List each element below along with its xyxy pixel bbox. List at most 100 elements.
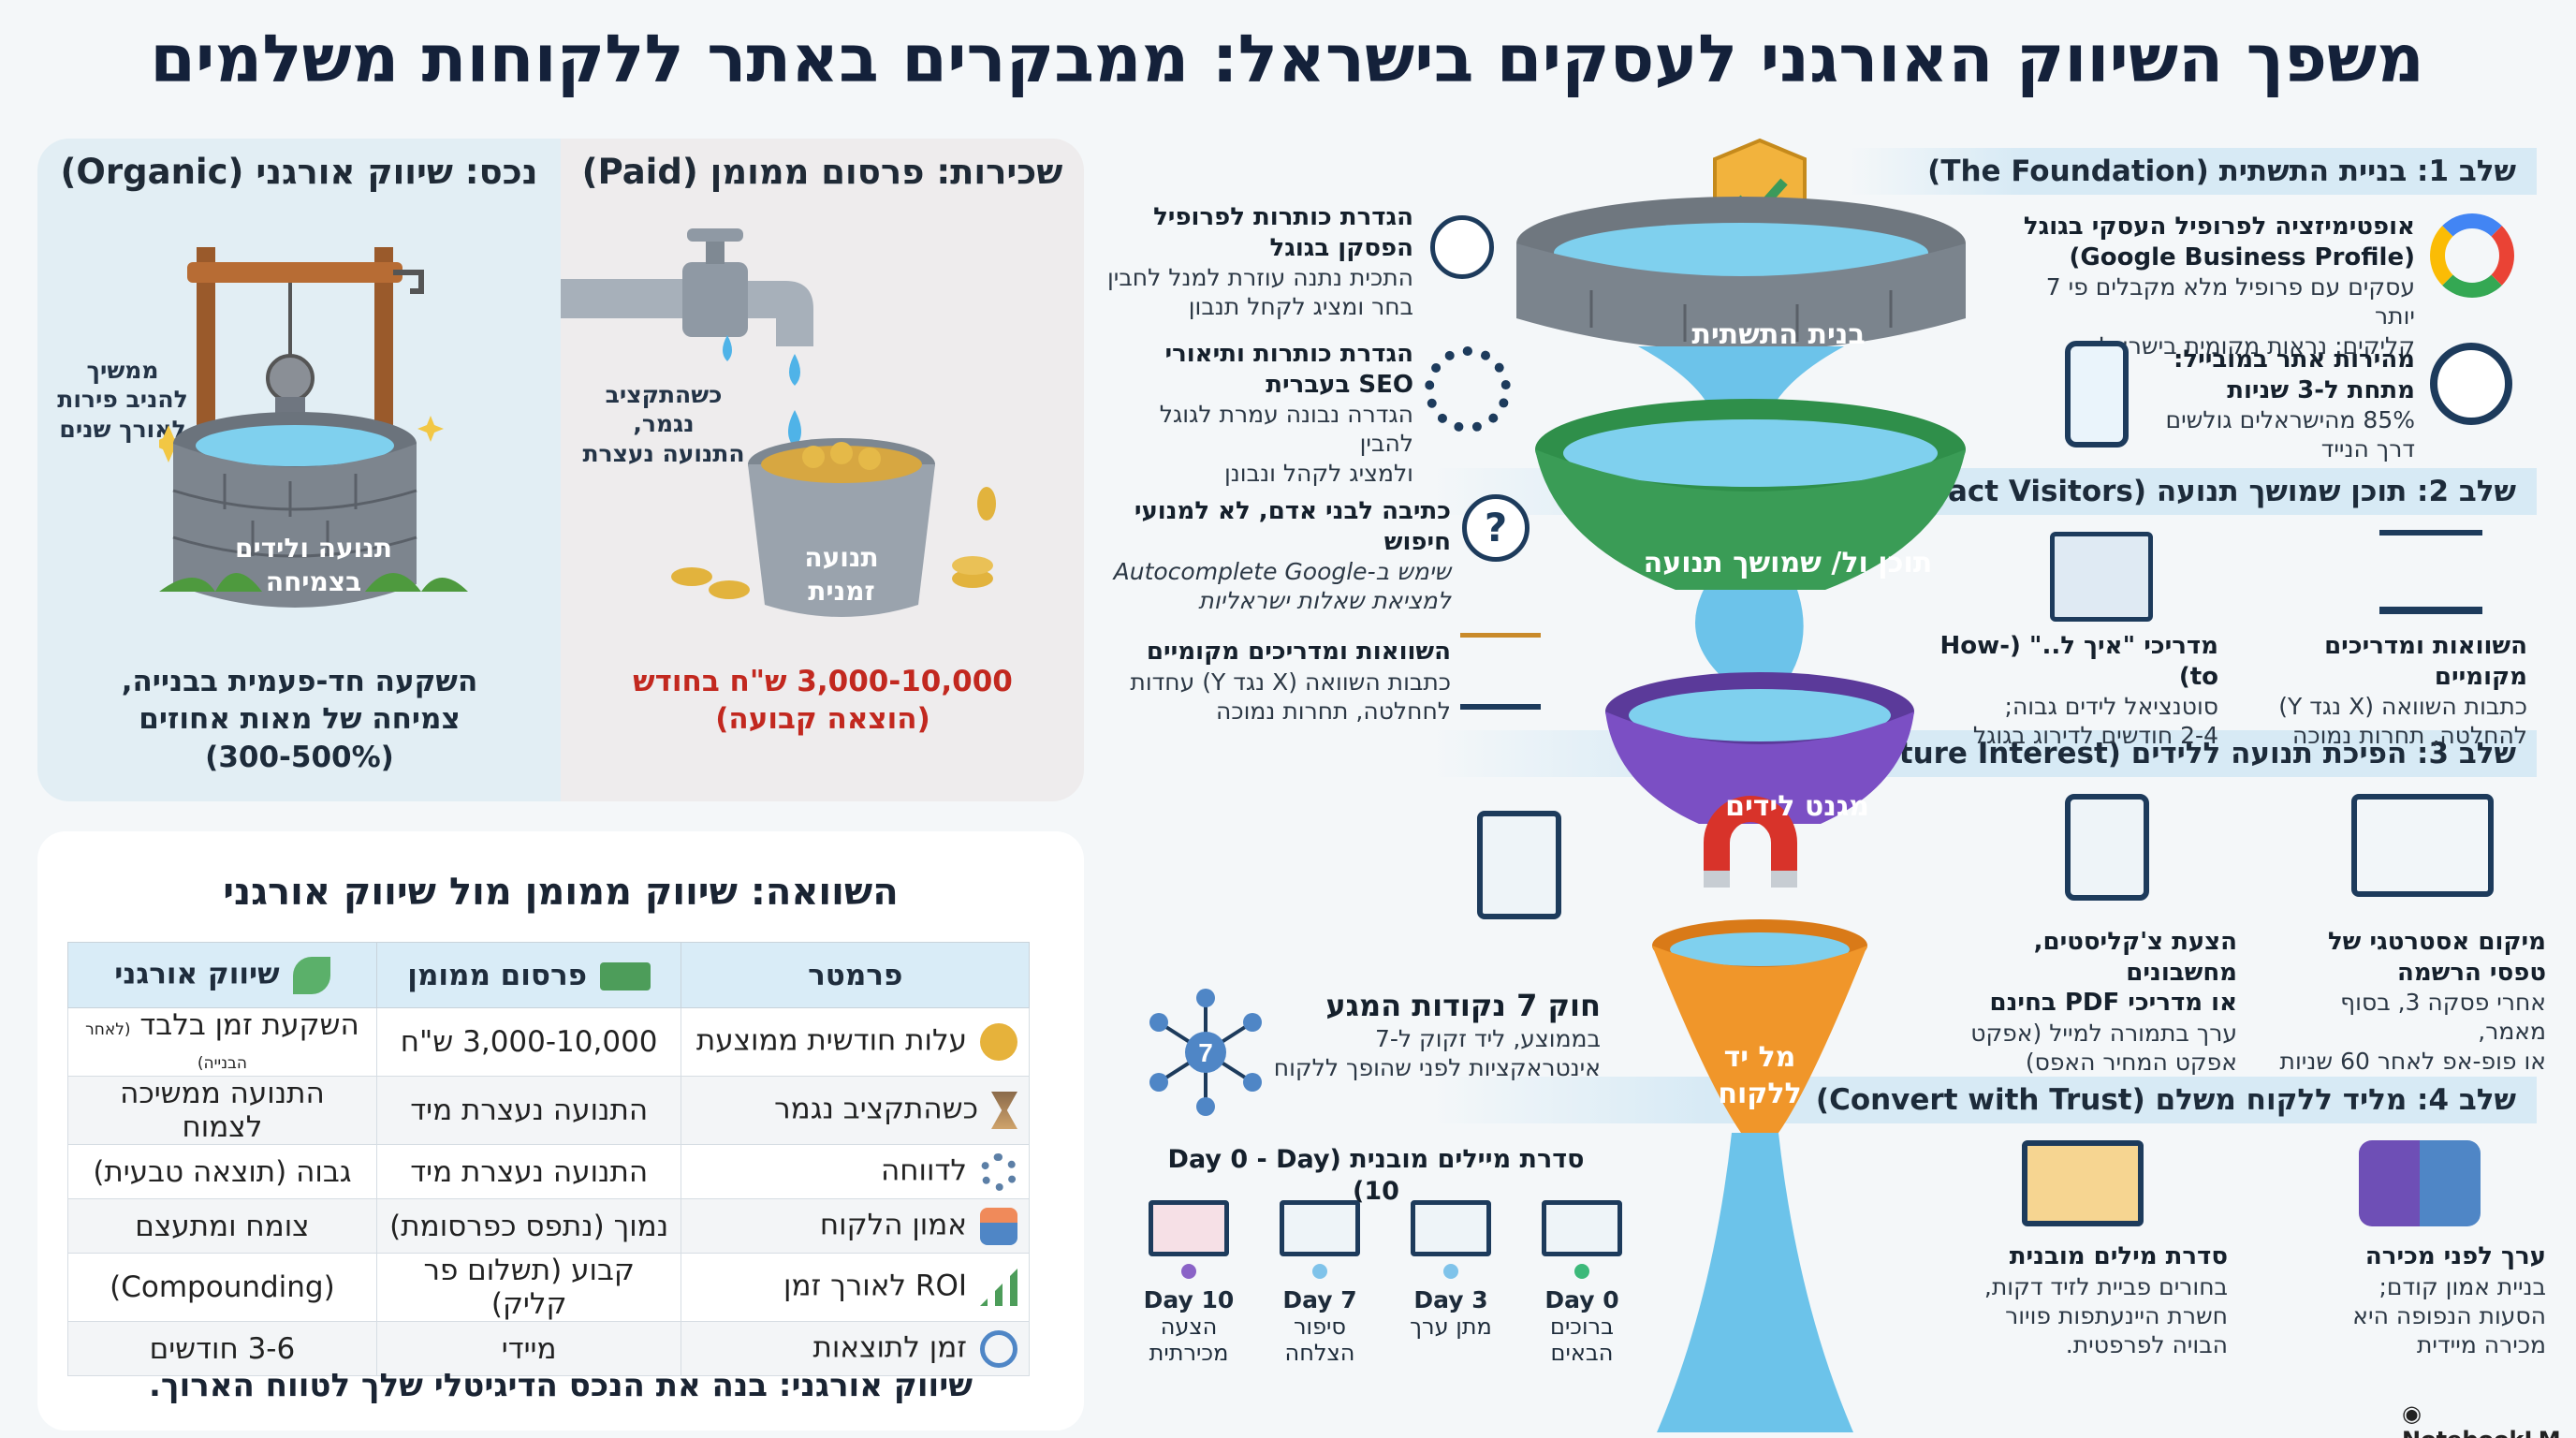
row-paid: קבוע (תשלום פר קליק) — [375, 1253, 682, 1322]
comparison-table: פרמטר פרסום ממומן שיווק אורגני עלות חודש… — [67, 942, 1030, 1376]
email-step-label: הצעה מכירתית — [1149, 1313, 1229, 1366]
row-organic: צומח ומתעצם — [67, 1198, 377, 1254]
comparison-heading: השוואה: שיווק ממומן מול שיווק אורגני — [223, 871, 899, 914]
envelope-icon — [1411, 1200, 1491, 1256]
row-param: לדווחה — [681, 1144, 1030, 1199]
column-header-organic: שיווק אורגני — [67, 942, 377, 1008]
email-step-day10: Day 10 הצעה מכירתית — [1123, 1200, 1254, 1366]
table-row: עלות חודשית ממוצעת 3,000-10,000 ש"ח השקע… — [67, 1007, 1030, 1077]
howto-item: מדריכי "איך ל.." (How-to)סוטנציאל לידים … — [1939, 632, 2218, 750]
page-title: משפך השיווק האורגני לעסקים בישראל: ממבקר… — [150, 21, 2424, 97]
network-badge: 7 — [1198, 1038, 1213, 1067]
funnel-label-content: תוכן ול/ שמושך תנועה — [1643, 547, 1933, 580]
checklists-item: הצעת צ'קליסטים, מחשבונים או מדריכי PDF ב… — [1970, 928, 2237, 1076]
email-step-day7: Day 7 סיפור הצלחה — [1254, 1200, 1385, 1366]
sequence-dot — [1574, 1264, 1589, 1279]
table-row: זמן לתוצאות מיידי 3-6 חודשים — [67, 1321, 1030, 1376]
money-icon — [600, 962, 651, 990]
well-illustration — [159, 247, 468, 608]
signup-form-icon — [2351, 794, 2494, 897]
organic-heading: נכס: שיווק אורגני (Organic) — [60, 152, 538, 192]
email-step-day: Day 7 — [1282, 1286, 1357, 1313]
funnel-illustration — [1516, 138, 1966, 1432]
row-paid: התנועה נעצרת מיד — [375, 1076, 682, 1145]
column-header-param: פרמטר — [681, 942, 1030, 1008]
handshake-icon — [2359, 1140, 2481, 1226]
email-envelope-icon — [2022, 1140, 2144, 1226]
email-step-day0: Day 0 ברוכים הבאים — [1516, 1200, 1647, 1366]
row-paid: 3,000-10,000 ש"ח — [375, 1007, 682, 1077]
google-icon — [2430, 213, 2514, 298]
faucet-bucket-illustration — [561, 228, 996, 617]
stage-1-heading: שלב 1: בניית התשתית (The Foundation) — [1849, 148, 2537, 195]
table-row: כשהתקציב נגמר התנועה נעצרת מיד התנועה ממ… — [67, 1076, 1030, 1145]
question-bubble-icon: ? — [1462, 494, 1530, 562]
email-step-day: Day 10 — [1143, 1286, 1235, 1313]
row-param: ROI לאורך זמן — [681, 1253, 1030, 1322]
brand-icon: ◉ — [2402, 1401, 2422, 1427]
paid-heading: שכירות: פרסום ממומן (Paid) — [581, 152, 1063, 192]
hourglass-icon — [991, 1092, 1017, 1129]
column-header-paid: פרסום ממומן — [375, 942, 682, 1008]
organic-caption: השקעה חד-פעמית בבנייה, צמיחה של מאות אחו… — [121, 665, 478, 774]
row-param: אמון הלקוח — [681, 1198, 1030, 1254]
email-step-day: Day 0 — [1544, 1286, 1619, 1313]
funnel-label-leadmagnet: מגנט לידים — [1725, 790, 1869, 823]
comparison-footer: שיווק אורגני: בנה את הנכס הדיגיטלי שלך ל… — [149, 1367, 973, 1404]
funnel-label-foundation: בנית התשתית — [1691, 318, 1866, 351]
tablet-download-icon — [2065, 794, 2149, 901]
email-sequence-heading: סדרת מיילים מובנית (Day 0 - Day 10) — [1167, 1145, 1585, 1206]
organic-side-note: ממשיך להניב פירות לאורך שנים — [57, 357, 188, 443]
row-organic: השקעת זמן בלבד (לאחר הבנייה) — [67, 1007, 377, 1077]
scale-icon — [2379, 530, 2482, 614]
trust-hand-icon — [980, 1207, 1017, 1245]
well-label: תנועה ולידים בצמיחה — [234, 533, 393, 598]
heart-envelope-icon — [1149, 1200, 1229, 1256]
sequence-dot — [1181, 1264, 1196, 1279]
row-paid: נמוך (נתפס כפרסומת) — [375, 1198, 682, 1254]
sequence-dot — [1443, 1264, 1458, 1279]
email-step-label: מתן ערך — [1410, 1313, 1492, 1340]
envelope-icon — [1542, 1200, 1622, 1256]
organic-panel: נכס: שיווק אורגני (Organic) ממשיך להניב … — [37, 139, 561, 801]
row-organic: גבוה (תוצאה טבעית) — [67, 1144, 377, 1199]
envelope-icon — [1280, 1200, 1360, 1256]
paid-panel: שכירות: פרסום ממומן (Paid) כשהתקציב נגמ — [561, 139, 1084, 801]
network-7-icon: 7 — [1149, 989, 1262, 1116]
stage-4-heading: שלב 4: מליד ללקוח משלם (Convert with Tru… — [1432, 1077, 2537, 1123]
mobile-phone-icon — [2065, 341, 2129, 448]
balance-scale-icon — [1460, 633, 1541, 710]
table-header-row: פרמטר פרסום ממומן שיווק אורגני — [67, 942, 1030, 1008]
seo-gear-icon — [1425, 346, 1511, 433]
table-row: ROI לאורך זמן קבוע (תשלום פר קליק) (Comp… — [67, 1253, 1030, 1322]
email-step-label: ברוכים הבאים — [1550, 1313, 1614, 1366]
gear-icon — [980, 1152, 1017, 1191]
email-step-day: Day 3 — [1413, 1286, 1488, 1313]
table-row: לדווחה התנועה נעצרת מיד גבוה (תוצאה טבעי… — [67, 1144, 1030, 1199]
book-search-icon — [2050, 532, 2153, 622]
row-organic: (Compounding) — [67, 1253, 377, 1322]
gbp-item: אופטימיזציה לפרופיל העסקי בגוגל (Google … — [2023, 213, 2415, 360]
brand-logo: ◉ NotebookLM — [2402, 1401, 2576, 1438]
email-sequence: Day 0 ברוכים הבאים Day 3 מתן ערך Day 7 ס… — [1123, 1200, 1647, 1366]
sequence-dot — [1312, 1264, 1327, 1279]
growth-chart-icon — [980, 1269, 1017, 1306]
clock-icon — [980, 1329, 1017, 1368]
row-param: עלות חודשית ממוצעת — [681, 1007, 1030, 1077]
bucket-label: תנועה זמנית — [804, 542, 879, 608]
row-organic: 3-6 חודשים — [67, 1321, 377, 1376]
leaf-check-icon — [292, 956, 330, 994]
funnel-label-customer: מל יד ללקוח — [1718, 1041, 1802, 1110]
paid-cost-note: (הוצאה קבועה) — [715, 702, 930, 736]
paid-cost: 3,000-10,000 ש"ח בחודש — [633, 665, 1013, 698]
row-paid: מיידי — [375, 1321, 682, 1376]
